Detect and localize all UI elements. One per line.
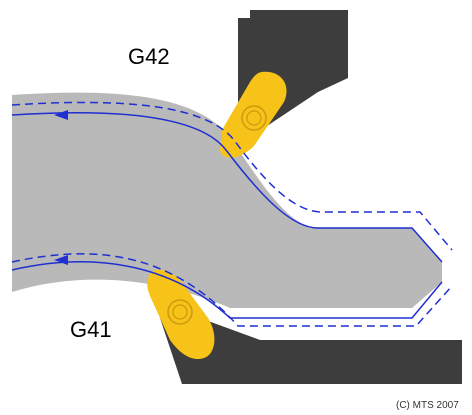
copyright-text: (C) MTS 2007 xyxy=(396,400,459,411)
bottom-insert xyxy=(147,269,215,360)
top-insert-screw-icon xyxy=(241,105,267,131)
arrow-left-icon xyxy=(54,255,68,265)
bottom-insert-screw-icon xyxy=(167,299,193,325)
top-toolpath-solid xyxy=(11,111,443,263)
label-g41: G41 xyxy=(70,317,112,342)
top-toolpath-dashed xyxy=(11,101,453,251)
top-insert xyxy=(220,71,287,158)
bottom-tool-holder xyxy=(160,318,462,384)
label-g42: G42 xyxy=(128,44,170,69)
bottom-toolpath-dashed xyxy=(11,253,453,327)
bottom-toolpath-solid xyxy=(11,261,443,319)
workpiece xyxy=(12,92,442,309)
arrow-left-icon xyxy=(54,110,68,120)
